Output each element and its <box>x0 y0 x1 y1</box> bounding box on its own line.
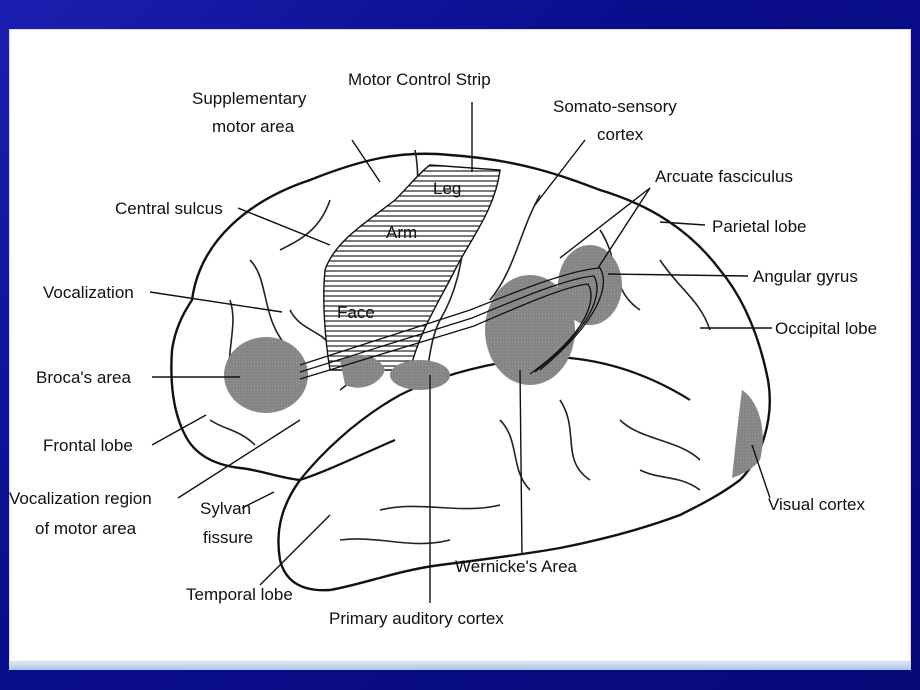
label-primary-auditory: Primary auditory cortex <box>329 609 504 628</box>
label-central-sulcus: Central sulcus <box>115 199 223 218</box>
label-parietal-lobe: Parietal lobe <box>712 217 807 236</box>
diagram-panel <box>9 29 911 662</box>
arcuate-fasciculus-bundle <box>299 267 604 380</box>
brain-outline <box>170 152 771 592</box>
label-sylvan-2: fissure <box>203 528 253 547</box>
strip-label-face: Face <box>337 303 375 322</box>
temporal-lobe-contour <box>299 356 691 482</box>
label-supplementary-2: motor area <box>212 117 295 136</box>
label-frontal-lobe: Frontal lobe <box>43 436 133 455</box>
label-supplementary-1: Supplementary <box>192 89 307 108</box>
brocas-area-region <box>224 337 308 413</box>
label-vocal-region-2: of motor area <box>35 519 137 538</box>
label-arcuate: Arcuate fasciculus <box>655 167 793 186</box>
label-brocas-area: Broca's area <box>36 368 131 387</box>
panel-bottom-edge <box>9 662 911 670</box>
angular-gyrus-region <box>558 245 622 325</box>
label-somato-2: cortex <box>597 125 644 144</box>
label-vocal-region-1: Vocalization region <box>9 489 152 508</box>
label-vocalization: Vocalization <box>43 283 134 302</box>
label-wernickes: Wernicke's Area <box>455 557 578 576</box>
label-occipital-lobe: Occipital lobe <box>775 319 877 338</box>
label-somato-1: Somato-sensory <box>553 97 677 116</box>
strip-label-arm: Arm <box>386 223 417 242</box>
label-sylvan-1: Sylvan <box>200 499 251 518</box>
label-visual-cortex: Visual cortex <box>768 495 866 514</box>
motor-strip <box>323 164 501 371</box>
leader-lines <box>149 102 772 603</box>
label-motor-control-strip: Motor Control Strip <box>348 70 491 89</box>
strip-label-leg: Leg <box>433 179 461 198</box>
label-angular-gyrus: Angular gyrus <box>753 267 858 286</box>
auditory-region <box>390 360 450 390</box>
label-temporal-lobe: Temporal lobe <box>186 585 293 604</box>
